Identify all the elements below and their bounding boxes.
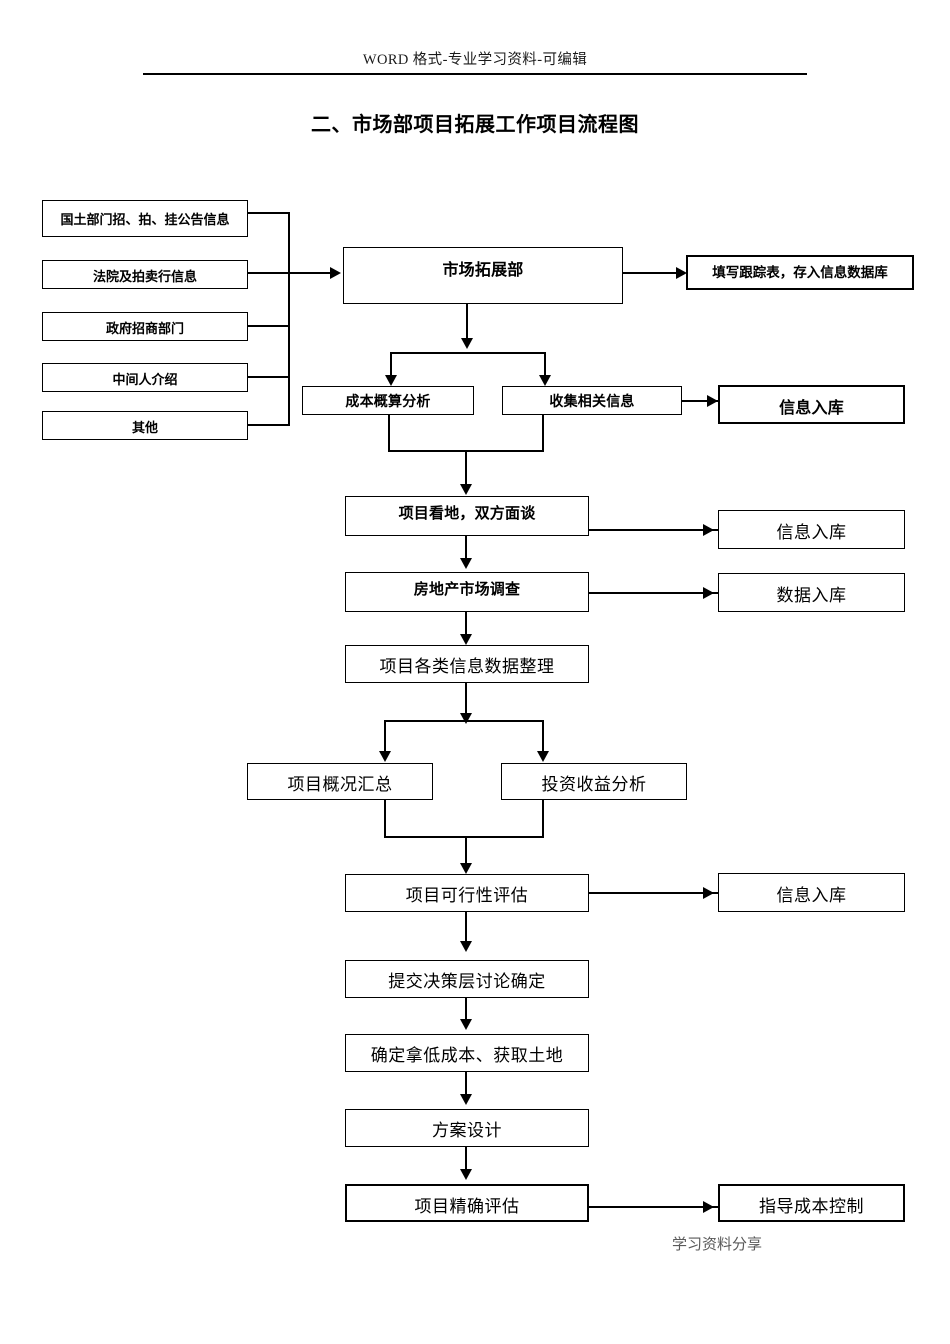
connector-land-down [465,1072,467,1101]
connector-bus-to-dept [288,272,338,274]
node-submit-decision-discussion: 提交决策层讨论确定 [345,960,589,998]
node-cost-estimate-analysis: 成本概算分析 [302,386,474,415]
arrowhead-sorting-down [460,713,472,724]
node-source-other: 其他 [42,411,248,440]
connector-split2-left [384,720,386,756]
connector-eval-to-costcontrol [589,1206,719,1208]
connector-merge2-left [384,800,386,838]
node-project-overview-summary: 项目概况汇总 [247,763,433,800]
arrowhead-merge-down [460,484,472,495]
node-market-development-dept: 市场拓展部 [343,247,623,304]
connector-decision-down [465,998,467,1026]
page-footer-text: 学习资料分享 [672,1237,763,1253]
connector-source1-stub [248,212,290,214]
connector-merge-left [388,415,390,452]
node-project-data-sorting: 项目各类信息数据整理 [345,645,589,683]
node-acquire-land-low-cost: 确定拿低成本、获取土地 [345,1034,589,1072]
node-precise-project-evaluation: 项目精确评估 [345,1184,589,1222]
connector-source-bus [288,212,290,426]
arrowhead-feasibility-to-infodb3 [703,887,714,899]
arrowhead-collect-to-infodb1 [707,395,718,407]
arrowhead-survey-to-datadb [703,587,714,599]
page-title: 二、市场部项目拓展工作项目流程图 [311,112,639,136]
connector-split-right [544,352,546,379]
connector-merge2-right [542,800,544,838]
header-divider [143,73,807,75]
arrowhead-sitevisit-to-infodb2 [703,524,714,536]
node-scheme-design: 方案设计 [345,1109,589,1147]
connector-split-left [390,352,392,379]
arrowhead-sitevisit-down [460,558,472,569]
connector-feasibility-down [465,912,467,948]
connector-collect-to-infodb1 [682,400,724,402]
arrowhead-feasibility-down [460,941,472,952]
arrowhead-split-left [385,375,397,386]
connector-source2-stub [248,272,290,274]
connector-dept-to-tracking [623,272,685,274]
connector-source3-stub [248,325,290,327]
arrowhead-merge2-down [460,863,472,874]
connector-feasibility-to-infodb3 [589,892,719,894]
connector-design-down [465,1147,467,1177]
connector-survey-to-datadb [589,592,719,594]
node-collect-related-info: 收集相关信息 [502,386,682,415]
node-guide-cost-control: 指导成本控制 [718,1184,905,1222]
node-site-visit-negotiation: 项目看地，双方面谈 [345,496,589,536]
connector-sitevisit-to-infodb2 [589,529,719,531]
connector-merge-down [465,450,467,492]
arrowhead-design-down [460,1169,472,1180]
node-source-court-auction: 法院及拍卖行信息 [42,260,248,289]
connector-source4-stub [248,376,290,378]
page-header-text: WORD 格式-专业学习资料-可编辑 [362,52,588,68]
node-source-broker: 中间人介绍 [42,363,248,392]
connector-sorting-down [465,683,467,721]
node-feasibility-assessment: 项目可行性评估 [345,874,589,912]
connector-split-top [390,352,546,354]
connector-dept-down [466,304,468,346]
node-info-database-2: 信息入库 [718,510,905,549]
arrowhead-bus-to-dept [330,267,341,279]
node-tracking-form-database: 填写跟踪表，存入信息数据库 [686,255,914,290]
arrowhead-split-right [539,375,551,386]
arrowhead-split2-left [379,751,391,762]
node-data-database: 数据入库 [718,573,905,612]
node-source-government-investment: 政府招商部门 [42,312,248,341]
arrowhead-dept-down [461,338,473,349]
connector-survey-down [465,612,467,642]
node-investment-return-analysis: 投资收益分析 [501,763,687,800]
arrowhead-split2-right [537,751,549,762]
arrowhead-survey-down [460,634,472,645]
connector-merge2-bottom [384,836,544,838]
node-source-land-bureau: 国土部门招、拍、挂公告信息 [42,200,248,237]
node-info-database-3: 信息入库 [718,873,905,912]
connector-sitevisit-down [465,536,467,566]
connector-merge2-down [465,836,467,870]
arrowhead-dept-to-tracking [676,267,687,279]
connector-source5-stub [248,424,290,426]
arrowhead-eval-to-costcontrol [703,1201,714,1213]
connector-split2-right [542,720,544,756]
arrowhead-land-down [460,1094,472,1105]
node-info-database-1: 信息入库 [718,385,905,424]
arrowhead-decision-down [460,1019,472,1030]
connector-split2-top [384,720,544,722]
node-real-estate-market-survey: 房地产市场调查 [345,572,589,612]
connector-merge-right [542,415,544,452]
